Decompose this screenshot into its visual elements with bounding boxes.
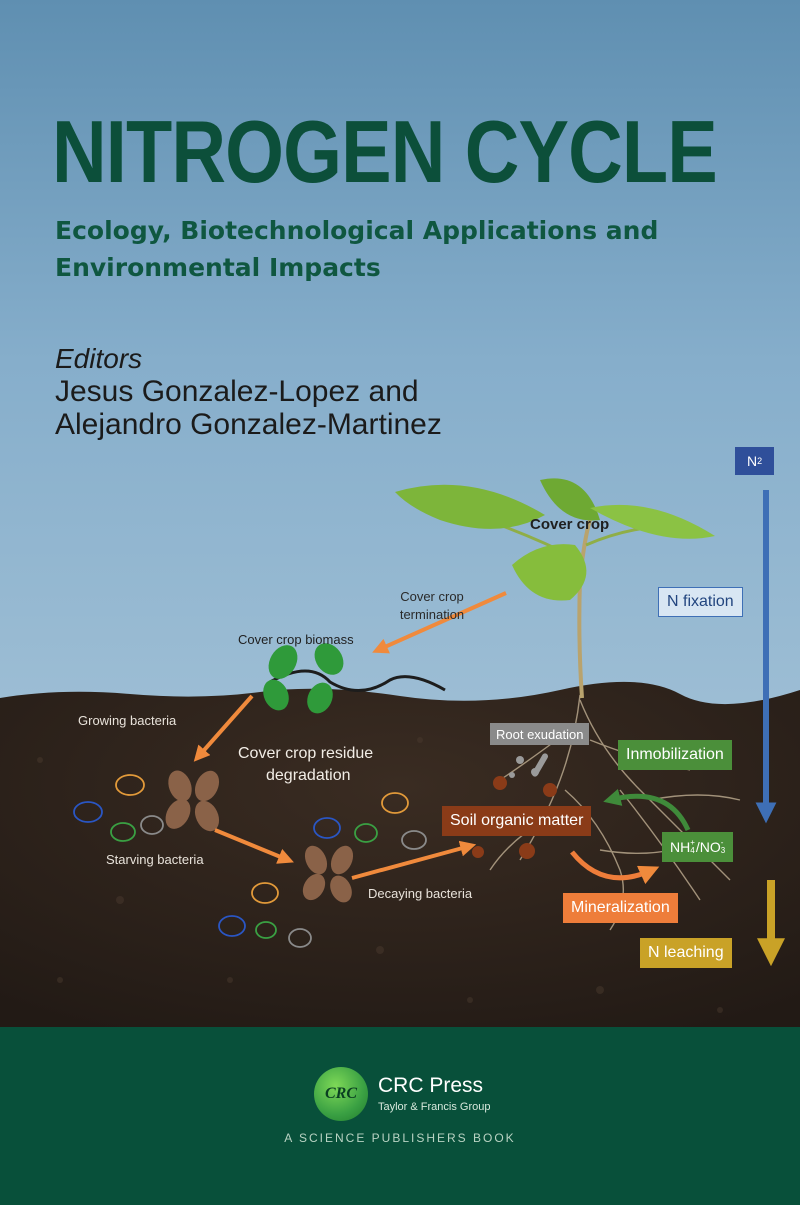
residue-degradation-line: degradation xyxy=(266,767,351,784)
starving-bacteria-label: Starving bacteria xyxy=(106,852,204,867)
leaf-icon xyxy=(314,643,344,675)
no-symbol: /NO xyxy=(695,839,721,855)
residue-degradation-line: Cover crop residue xyxy=(238,745,374,762)
soil-texture xyxy=(37,737,723,1013)
residue-leaves xyxy=(165,770,354,903)
no3-subscript: 3 xyxy=(720,846,726,855)
bacteria-icon xyxy=(73,801,103,823)
bacteria-icon xyxy=(110,822,136,842)
book-type-line: A SCIENCE PUBLISHERS BOOK xyxy=(284,1131,516,1145)
cover-crop-plant xyxy=(395,478,715,699)
n2-symbol: N xyxy=(747,453,758,469)
editors-label: Editors xyxy=(55,343,143,374)
nh4-subscript: 4 xyxy=(690,846,695,855)
root-exudation-box: Root exudation xyxy=(490,723,590,745)
book-subtitle: Ecology, Biotechnological Applications a… xyxy=(55,216,659,282)
no3-charge: -3 xyxy=(721,839,725,855)
bacteria-icon xyxy=(401,830,427,850)
bacteria-icon xyxy=(381,792,409,814)
n2-subscript: 2 xyxy=(757,456,763,466)
process-arrows xyxy=(193,591,507,880)
bacteria-icon xyxy=(140,815,164,835)
cover-crop-label: Cover crop xyxy=(530,516,610,533)
decaying-bacteria-label: Decaying bacteria xyxy=(368,886,473,901)
leaf-icon xyxy=(540,478,600,521)
bacteria-icon xyxy=(354,823,378,843)
inmobilization-arrow xyxy=(603,788,691,832)
nh-symbol: NH xyxy=(670,839,691,855)
organic-matter-particles xyxy=(472,776,557,859)
ammonium-nitrate-box: NH+4/NO-3 xyxy=(662,832,734,862)
leaf-icon xyxy=(512,544,587,601)
nh4-charge: +4 xyxy=(690,839,695,855)
bacteria-icon xyxy=(288,928,312,948)
soil-organic-matter-box: Soil organic matter xyxy=(442,806,592,836)
leaf-icon xyxy=(395,484,545,529)
n-leaching-box: N leaching xyxy=(640,938,732,968)
crc-logo-text: CRC xyxy=(324,1085,357,1102)
growing-bacteria-label: Growing bacteria xyxy=(78,713,177,728)
termination-label-line: termination xyxy=(399,607,465,622)
biomass-label: Cover crop biomass xyxy=(238,632,354,647)
publisher-group: Taylor & Francis Group xyxy=(378,1101,491,1113)
no3-superscript: - xyxy=(720,838,724,847)
residue-degradation-label: Cover crop residue degradation xyxy=(238,743,373,787)
leaf-icon xyxy=(268,645,298,679)
bacteria-icon xyxy=(115,774,145,796)
bacteria-icon xyxy=(313,817,341,839)
leaf-icon xyxy=(263,679,289,711)
n-fixation-box: N fixation xyxy=(658,587,743,617)
editor-name: Jesus Gonzalez-Lopez and xyxy=(55,375,419,408)
bacteria-icon xyxy=(255,921,277,939)
inmobilization-box: Inmobilization xyxy=(618,740,732,770)
publisher-footer xyxy=(0,1027,800,1205)
leaf-icon xyxy=(307,682,333,714)
editor-name: Alejandro Gonzalez-Martinez xyxy=(55,408,442,441)
termination-label-line: Cover crop xyxy=(400,589,464,604)
mineralization-arrow xyxy=(570,850,660,885)
publisher-name: CRC Press xyxy=(378,1074,484,1097)
nh4-superscript: + xyxy=(690,838,695,847)
termination-label: Cover crop termination xyxy=(382,588,482,624)
bacteria-group xyxy=(73,774,427,948)
book-title: NITROGEN CYCLE xyxy=(52,102,718,201)
soil-layer xyxy=(0,681,800,1030)
crc-logo-icon: CRC xyxy=(314,1067,368,1121)
leaf-icon xyxy=(590,504,715,539)
bacteria-icon xyxy=(218,915,246,937)
nitrogen-cycle-diagram xyxy=(0,478,800,1030)
mineralization-box: Mineralization xyxy=(563,893,678,923)
bacteria-icon xyxy=(251,882,279,904)
exudate-particles xyxy=(509,753,548,778)
cover-crop-biomass xyxy=(263,643,446,714)
